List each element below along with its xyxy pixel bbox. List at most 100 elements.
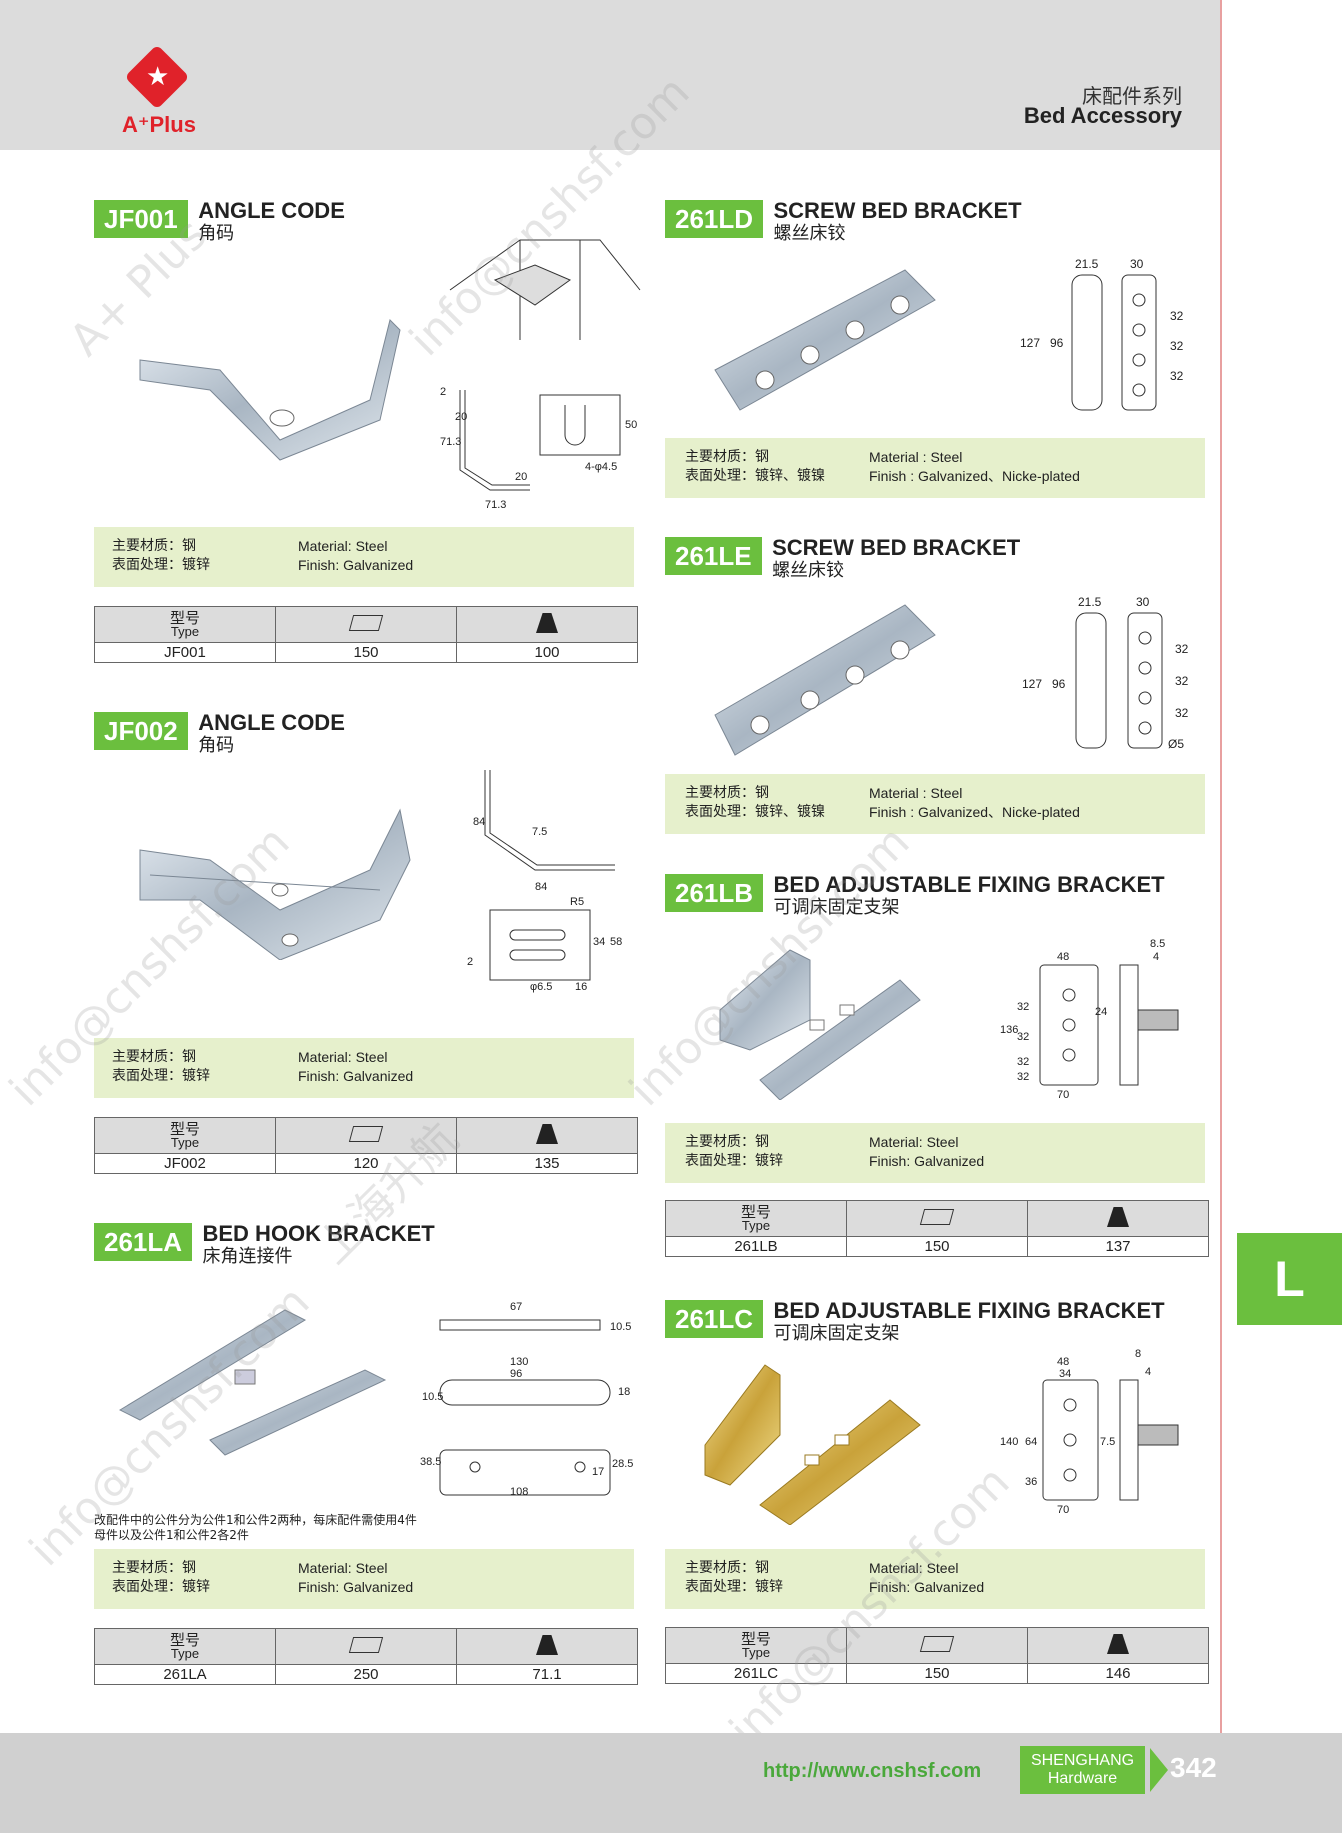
logo-text: A⁺Plus	[122, 112, 196, 137]
finish-cn: 表面处理：镀锌、镀镍	[685, 468, 825, 484]
261lc-photo	[704, 1364, 921, 1525]
dim-label: 127	[1020, 336, 1040, 350]
dim-label: 30	[1130, 257, 1144, 271]
dim-label: 58	[610, 936, 622, 948]
product-title-cn: 可调床固定支架	[773, 1323, 900, 1344]
jf002-drawing: 84 7.5 84 R5 34 58 2 φ6.5 16	[467, 770, 622, 993]
section-tab-L[interactable]: L	[1237, 1233, 1342, 1325]
box-icon	[275, 1628, 457, 1665]
dim-label: 71.3	[440, 436, 461, 448]
jf002-photo	[139, 808, 411, 960]
material-en: Material: Steel	[869, 1560, 959, 1576]
footer-band	[0, 1733, 1222, 1833]
material-en: Material : Steel	[869, 449, 963, 465]
261lc-drawing: 8 4 48 34 140 64 7.5 36 70	[1000, 1348, 1179, 1515]
dim-label: 96	[510, 1368, 522, 1380]
box-icon	[846, 1627, 1028, 1664]
dim-label: 32	[1170, 339, 1184, 353]
dim-label: 8	[1135, 1348, 1141, 1360]
note-line: 母件以及公件1和公件2各2件	[94, 1528, 249, 1542]
dim-label: 8.5	[1150, 938, 1165, 950]
type-value: JF001	[94, 642, 276, 663]
finish-en: Finish: Galvanized	[869, 1579, 985, 1595]
finish-en: Finish: Galvanized	[298, 1068, 414, 1084]
note-line: 改配件中的公件分为公件1和公件2两种，每床配件需使用4件	[94, 1513, 417, 1527]
arrow-right-icon	[1150, 1748, 1168, 1792]
261le-drawing: 21.5 30 127 96 32 32 32 Ø5	[1022, 595, 1189, 751]
jf001-photo	[139, 319, 401, 461]
page-number: 342	[1170, 1752, 1217, 1783]
dim-label: 4-φ4.5	[585, 461, 617, 473]
header-title-en: Bed Accessory	[1023, 103, 1182, 128]
dim-label: 30	[1136, 595, 1150, 609]
dim-label: 38.5	[420, 1456, 441, 1468]
finish-en: Finish: Galvanized	[869, 1153, 985, 1169]
dim-label: 130	[510, 1356, 528, 1368]
dim-label: 32	[1175, 674, 1189, 688]
material-en: Material: Steel	[298, 1560, 388, 1576]
dim-label: 108	[510, 1486, 528, 1498]
finish-cn: 表面处理：镀锌	[685, 1153, 783, 1169]
dim-label: φ6.5	[530, 981, 552, 993]
finish-cn: 表面处理：镀锌、镀镍	[685, 804, 825, 820]
material-cn: 主要材质：钢	[112, 538, 196, 554]
dim-label: 32	[1170, 309, 1184, 323]
dim-label: R5	[570, 896, 584, 908]
material-en: Material: Steel	[869, 1134, 959, 1150]
dim-label: 7.5	[1100, 1436, 1115, 1448]
product-code: JF001	[94, 200, 188, 238]
qty-value: 120	[275, 1153, 457, 1174]
dim-label: 84	[473, 816, 485, 828]
dim-label: 136	[1000, 1024, 1018, 1036]
product-code: 261LC	[665, 1300, 764, 1338]
261ld-photo	[714, 269, 936, 411]
261lb-drawing: 8.5 4 48 32 24 136 32 32 32 70	[1000, 938, 1179, 1100]
dim-label: 67	[510, 1301, 522, 1313]
dim-label: 20	[455, 411, 467, 423]
finish-en: Finish : Galvanized、Nicke-plated	[869, 468, 1080, 484]
dim-label: 24	[1095, 1006, 1107, 1018]
type-value: 261LA	[94, 1664, 276, 1685]
dim-label: 96	[1050, 336, 1064, 350]
dim-label: 84	[535, 881, 547, 893]
jf001-drawing: 2 20 71.3 20 71.3 50 4-φ4.5	[440, 239, 641, 511]
dim-label: 64	[1025, 1436, 1037, 1448]
dim-label: 70	[1057, 1504, 1069, 1515]
dim-label: 34	[1059, 1368, 1071, 1380]
weight-value: 135	[456, 1153, 638, 1174]
dim-label: 70	[1057, 1089, 1069, 1100]
footer-brand-name: SHENGHANG	[1030, 1752, 1135, 1769]
finish-cn: 表面处理：镀锌	[112, 557, 210, 573]
material-cn: 主要材质：钢	[685, 449, 769, 465]
qty-value: 250	[275, 1664, 457, 1685]
footer-brand-sub: Hardware	[1047, 1770, 1118, 1787]
product-title-en: BED ADJUSTABLE FIXING BRACKET	[773, 1298, 1165, 1323]
weight-value: 71.1	[456, 1664, 638, 1685]
product-title-en: ANGLE CODE	[198, 710, 345, 735]
material-panel-261ld: 主要材质：钢 表面处理：镀锌、镀镍 Material : Steel Finis…	[665, 438, 1205, 498]
product-code: JF002	[94, 712, 188, 750]
dim-label: 10.5	[422, 1391, 443, 1403]
material-en: Material: Steel	[298, 1049, 388, 1065]
dim-label: 32	[1175, 642, 1189, 656]
product-title-cn: 螺丝床铰	[773, 223, 846, 244]
box-icon	[275, 606, 457, 643]
dim-label: 17	[592, 1466, 604, 1478]
website-link[interactable]: http://www.cnshsf.com	[763, 1760, 982, 1782]
finish-en: Finish: Galvanized	[298, 1579, 414, 1595]
finish-en: Finish: Galvanized	[298, 557, 414, 573]
material-cn: 主要材质：钢	[685, 1560, 769, 1576]
dim-label: 71.3	[485, 499, 506, 511]
product-code: 261LD	[665, 200, 764, 238]
dim-label: 48	[1057, 1356, 1069, 1368]
dim-label: 36	[1025, 1476, 1037, 1488]
